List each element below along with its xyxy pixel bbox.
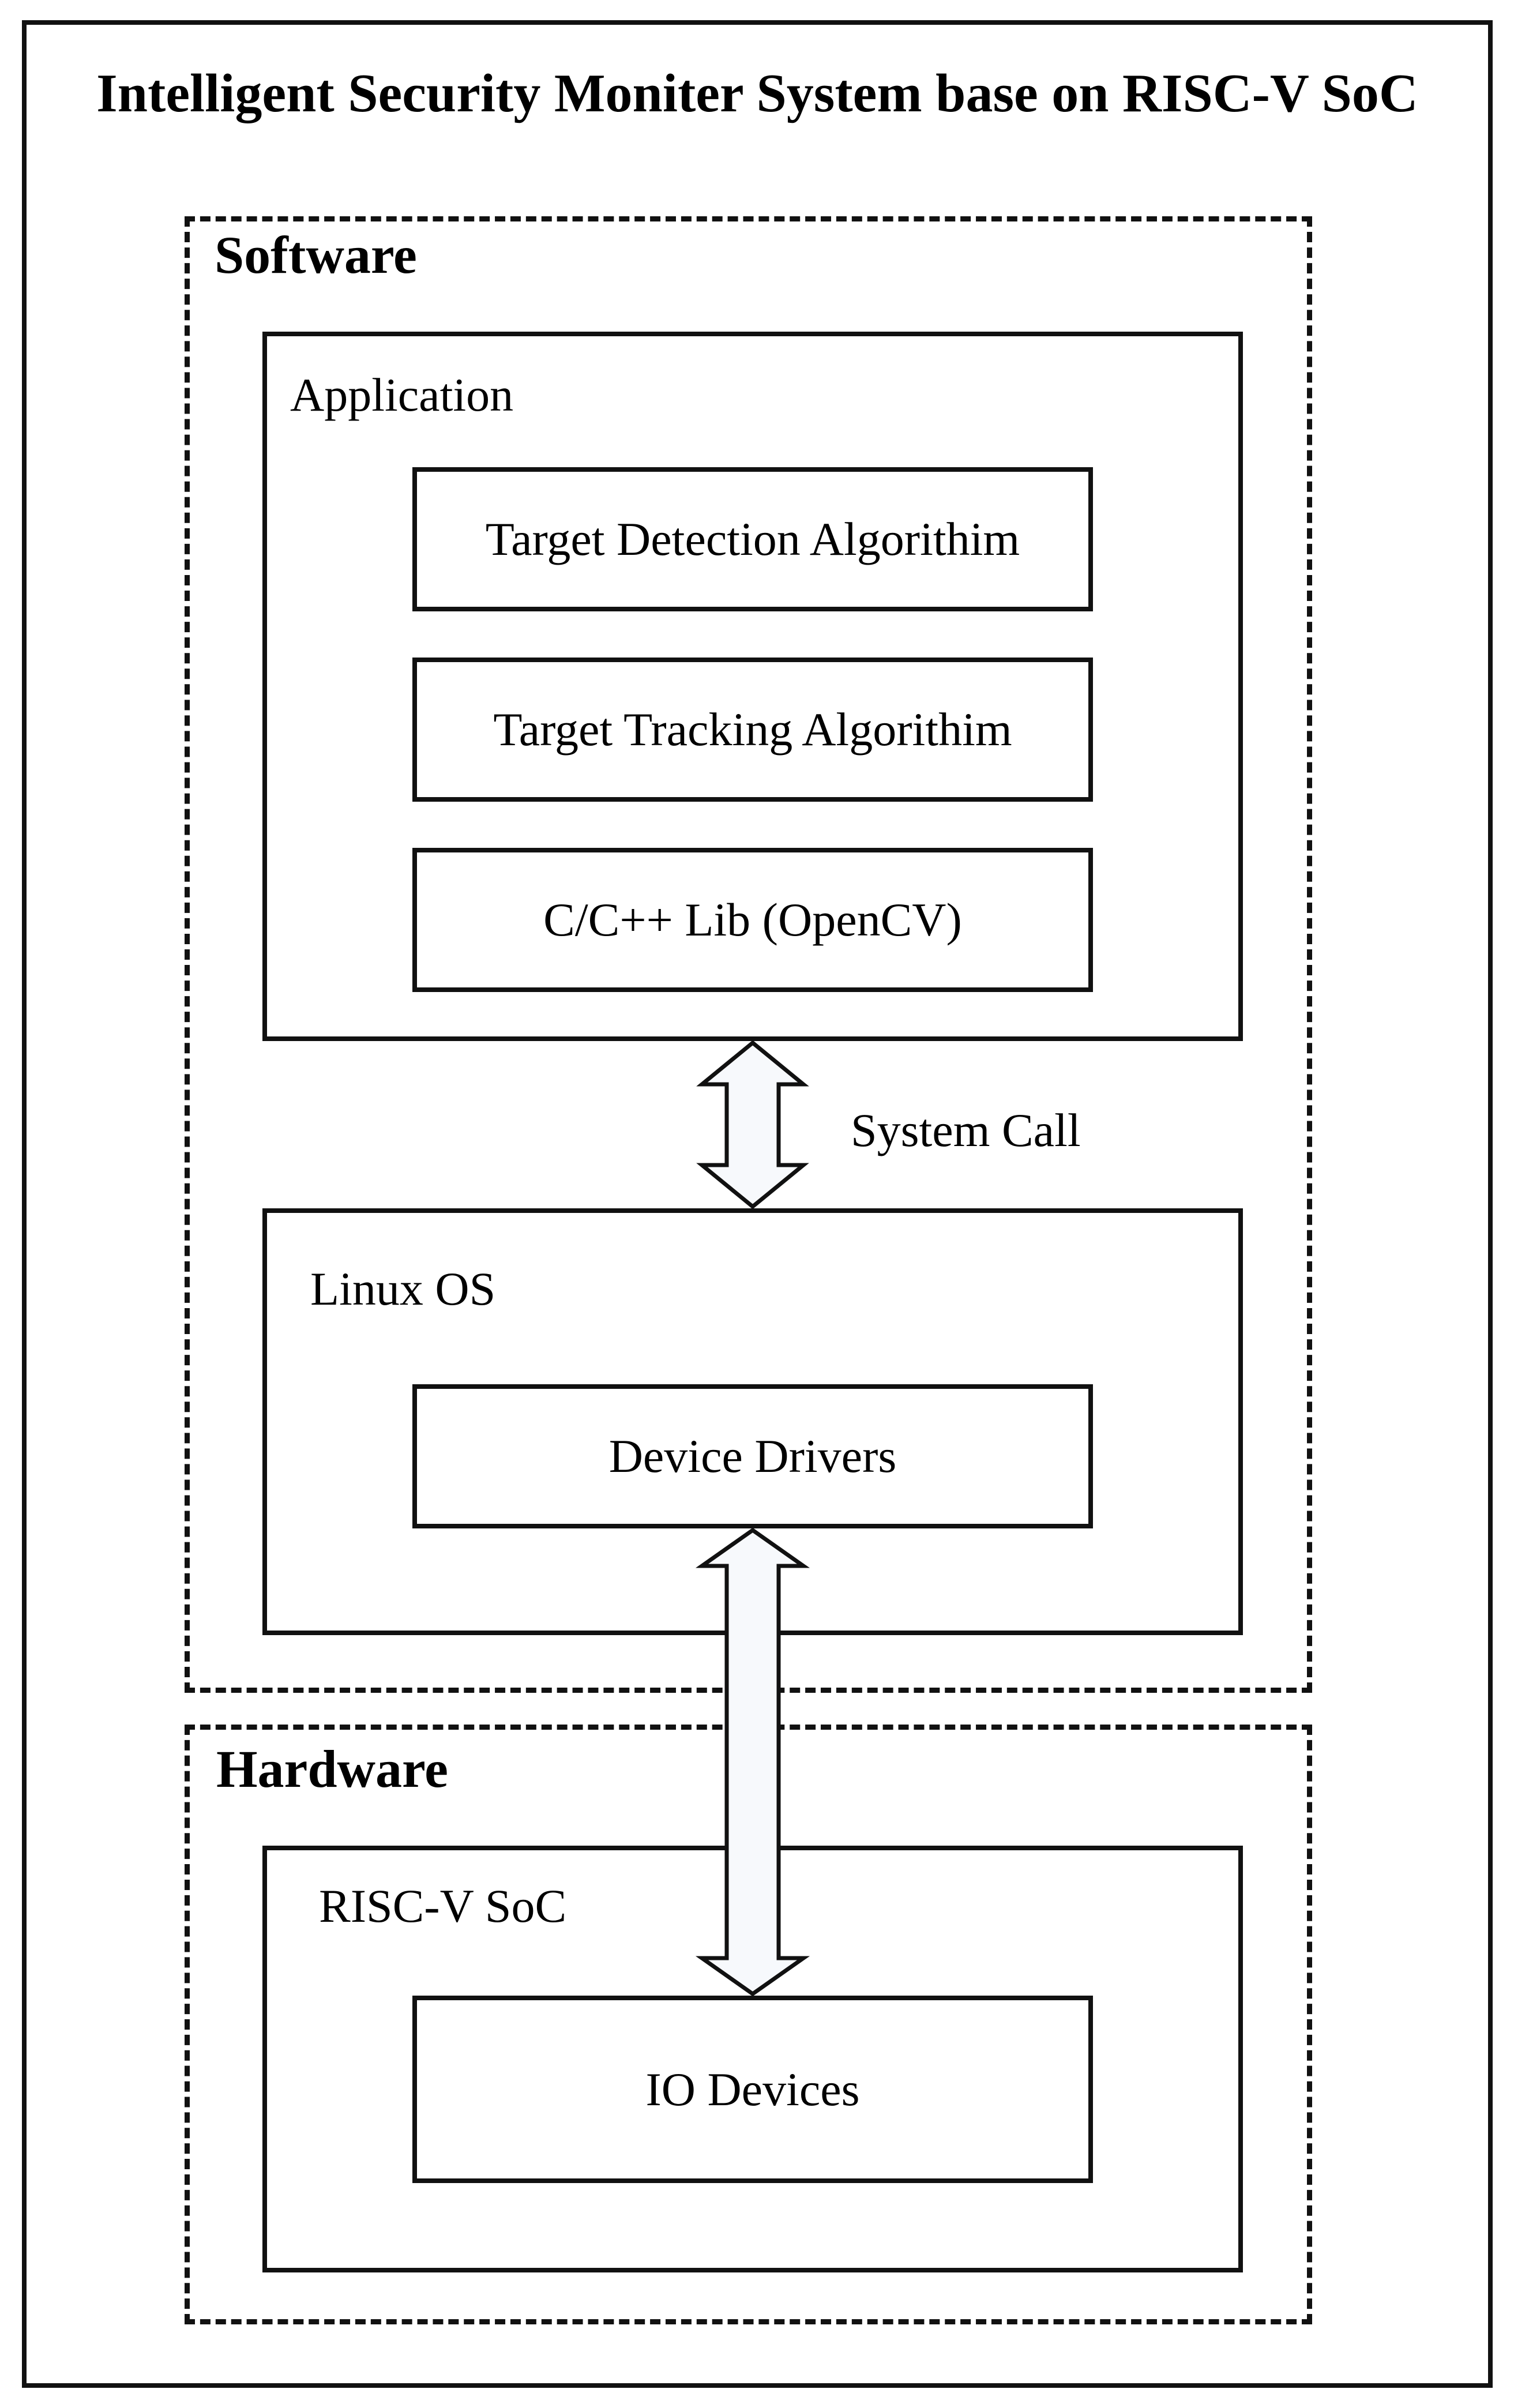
system-call-arrow bbox=[696, 1040, 809, 1209]
device-drivers-box: Device Drivers bbox=[412, 1384, 1093, 1528]
linux-os-label: Linux OS bbox=[310, 1263, 496, 1315]
io-devices-label: IO Devices bbox=[645, 2063, 860, 2116]
opencv-lib-label: C/C++ Lib (OpenCV) bbox=[543, 893, 962, 946]
hardware-label: Hardware bbox=[216, 1740, 449, 1798]
driver-io-arrow bbox=[695, 1527, 810, 1997]
target-detection-label: Target Detection Algorithim bbox=[485, 513, 1020, 565]
io-devices-box: IO Devices bbox=[412, 1996, 1093, 2183]
software-label: Software bbox=[215, 226, 417, 284]
target-detection-box: Target Detection Algorithim bbox=[412, 467, 1093, 611]
risc-v-soc-label: RISC-V SoC bbox=[319, 1880, 567, 1932]
target-tracking-box: Target Tracking Algorithim bbox=[412, 658, 1093, 802]
opencv-lib-box: C/C++ Lib (OpenCV) bbox=[412, 848, 1093, 992]
diagram-frame bbox=[22, 20, 1493, 2388]
diagram-title: Intelligent Security Moniter System base… bbox=[96, 63, 1418, 123]
application-label: Application bbox=[290, 369, 514, 421]
system-call-label: System Call bbox=[851, 1104, 1081, 1156]
target-tracking-label: Target Tracking Algorithim bbox=[493, 703, 1012, 756]
device-drivers-label: Device Drivers bbox=[608, 1430, 897, 1482]
